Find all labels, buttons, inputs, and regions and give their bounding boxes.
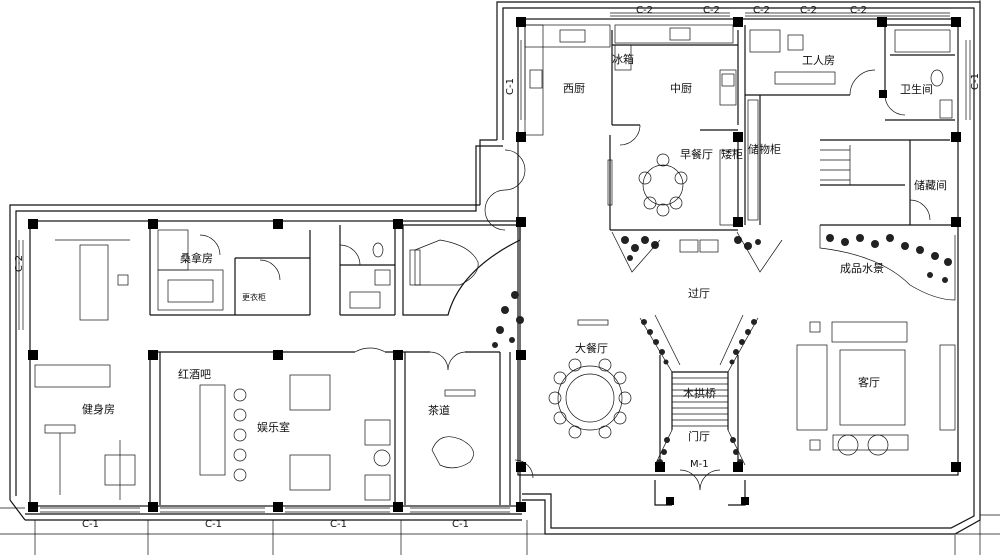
- label-foyer: 门厅: [688, 429, 710, 443]
- label-hallway: 过厅: [688, 287, 710, 300]
- label-western-kitchen: 西厨: [563, 82, 585, 95]
- exterior-walls: [9, 1, 981, 535]
- tag-c1-bottom-2: C-1: [205, 519, 222, 530]
- label-entertainment: 娱乐室: [257, 420, 290, 434]
- tag-c2-top-5: C-2: [850, 5, 867, 16]
- tag-c2-top-4: C-2: [800, 5, 817, 16]
- tag-c1-left-wing: C-1: [505, 78, 516, 95]
- label-living-room: 客厅: [858, 375, 880, 389]
- label-fridge: 冰箱: [612, 52, 634, 66]
- tag-m1: M-1: [690, 459, 709, 470]
- tag-c2-top-2: C-2: [703, 5, 720, 16]
- tag-c2-top-3: C-2: [753, 5, 770, 16]
- label-sauna: 桑拿房: [180, 251, 213, 265]
- windows: [18, 12, 971, 513]
- label-water-feature: 成品水景: [840, 262, 884, 275]
- window-tags: C-2 C-2 C-2 C-2 C-2 C-1 C-1 C-2 C-1 C-1 …: [14, 5, 981, 530]
- room-labels: 西厨 中厨 冰箱 工人房 卫生间 早餐厅 矮柜 储物柜 储藏间 桑拿房 更衣柜 …: [82, 52, 947, 443]
- label-breakfast-room: 早餐厅: [680, 147, 713, 161]
- columns: [28, 17, 961, 512]
- label-wine-bar: 红酒吧: [178, 368, 211, 381]
- label-tea-room: 茶道: [428, 403, 450, 417]
- label-staff-room: 工人房: [802, 54, 835, 67]
- tag-c2-top-1: C-2: [636, 5, 653, 16]
- label-storage-room: 储藏间: [914, 178, 947, 192]
- label-changing-cabinet: 更衣柜: [242, 292, 266, 302]
- tag-c1-right: C-1: [970, 73, 981, 90]
- water-feature-outline: [819, 225, 956, 301]
- label-gym: 健身房: [82, 402, 115, 416]
- label-wood-bridge: 木拱桥: [683, 386, 716, 400]
- furniture: [34, 24, 956, 501]
- tag-c1-bottom-3: C-1: [330, 519, 347, 530]
- wood-bridge-stripes: [672, 377, 728, 427]
- label-low-cabinet: 矮柜: [721, 147, 743, 161]
- tag-c1-bottom-1: C-1: [82, 519, 99, 530]
- label-dining-room: 大餐厅: [575, 341, 608, 355]
- tag-c1-bottom-4: C-1: [452, 519, 469, 530]
- label-bathroom: 卫生间: [900, 82, 933, 96]
- doors: [199, 69, 931, 491]
- hallway-lines: [611, 231, 783, 273]
- label-storage-cabinet: 储物柜: [748, 142, 781, 156]
- tag-c2-left: C-2: [14, 255, 25, 272]
- label-chinese-kitchen: 中厨: [670, 82, 692, 95]
